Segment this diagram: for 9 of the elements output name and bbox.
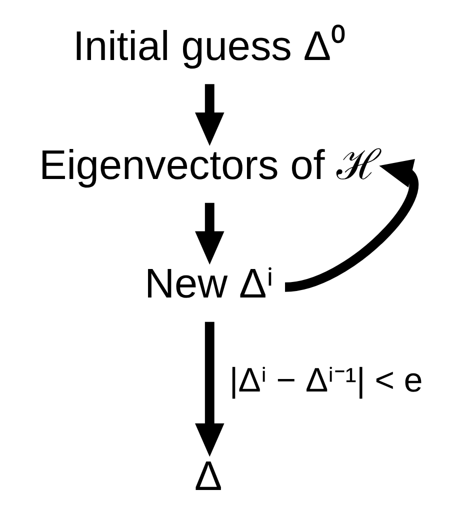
node-text: Eigenvectors of ℋ (38, 140, 380, 188)
arrow (194, 202, 224, 265)
arrow (194, 84, 224, 146)
arrow (284, 159, 418, 292)
node-text: Δ (194, 452, 222, 499)
edge-label: |Δⁱ − Δⁱ⁻¹| < e (228, 362, 422, 400)
node-text: New Δⁱ (144, 260, 274, 307)
arrow (194, 322, 224, 457)
node-text: Initial guess Δ⁰ (72, 22, 346, 70)
